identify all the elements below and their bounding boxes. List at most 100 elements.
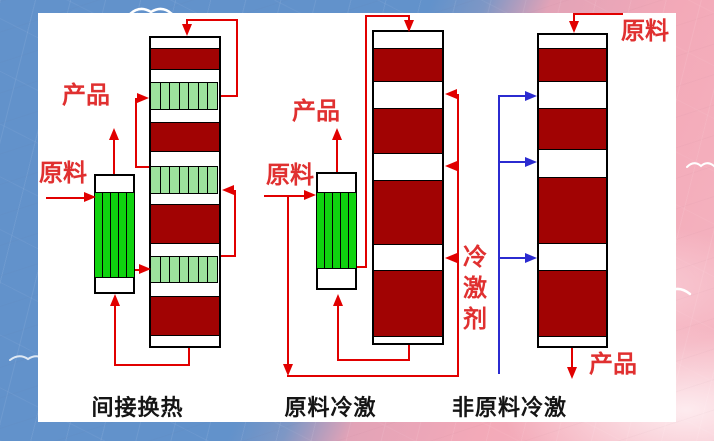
seagull-icon xyxy=(128,7,174,16)
exchanger-tube-cell xyxy=(199,257,209,282)
catalyst-bed xyxy=(151,296,219,336)
column-gap xyxy=(539,35,606,48)
feed-label: 原料 xyxy=(621,18,669,45)
quench-arrowhead-right xyxy=(525,91,537,101)
column-gap xyxy=(539,150,606,177)
exchanger-tube-cell xyxy=(189,83,199,109)
pipe-segment xyxy=(114,306,116,366)
product-label: 产品 xyxy=(62,82,110,109)
exchanger-tube-cell xyxy=(151,257,161,282)
flow-arrowhead-left xyxy=(222,185,234,195)
catalyst-bed xyxy=(374,48,442,82)
exchanger-tube-cell xyxy=(180,83,190,109)
exchanger-tube-cell xyxy=(325,193,333,268)
column-gap xyxy=(374,82,442,108)
catalyst-bed xyxy=(151,48,219,70)
flow-arrowhead-right xyxy=(304,190,316,200)
column-gap xyxy=(151,283,219,296)
flow-arrowhead-right xyxy=(139,264,151,274)
exchanger-tube-cell xyxy=(208,167,217,193)
exchanger-tube-cell xyxy=(161,257,171,282)
pipe-segment xyxy=(188,348,190,366)
flow-arrowhead-down xyxy=(567,367,577,379)
column-gap xyxy=(151,110,219,122)
column-gap xyxy=(151,244,219,256)
catalyst-bed xyxy=(539,270,606,337)
pipe-segment xyxy=(135,166,149,168)
pipe-segment xyxy=(287,196,289,366)
exchanger-tube-cell xyxy=(151,83,161,109)
quench-pipe-segment xyxy=(498,95,526,97)
exchanger-section xyxy=(150,256,218,283)
flow-arrowhead-down xyxy=(569,21,579,33)
exchanger-tube-cell xyxy=(208,83,217,109)
catalyst-bed xyxy=(374,270,442,337)
pipe-segment xyxy=(287,375,459,377)
column-gap xyxy=(374,245,442,270)
feed-label: 原料 xyxy=(266,162,314,189)
exchanger-tube-cell xyxy=(95,193,103,277)
pipe-segment xyxy=(135,269,141,271)
quench-pipe-segment xyxy=(498,257,526,259)
pipe-segment xyxy=(264,195,304,197)
exchanger-tube-cell xyxy=(161,167,171,193)
flow-arrowhead-down xyxy=(182,24,192,36)
pipe-segment xyxy=(365,15,367,268)
quench-pipe-segment xyxy=(498,161,526,163)
catalyst-bed xyxy=(151,122,219,152)
exchanger-tube-cell xyxy=(127,193,134,277)
reactor-column xyxy=(537,33,608,348)
column-gap xyxy=(151,152,219,166)
exchanger-tube-cell xyxy=(180,257,190,282)
exchanger-tube-bundle xyxy=(94,192,135,278)
exchanger-tube-cell xyxy=(170,83,180,109)
catalyst-bed xyxy=(539,108,606,150)
product-label: 产品 xyxy=(292,98,340,125)
column-gap xyxy=(374,154,442,180)
flow-arrowhead-up xyxy=(333,294,343,306)
quench-arrowhead-left xyxy=(445,161,457,171)
pipe-segment xyxy=(113,140,115,174)
flow-arrowhead-up xyxy=(109,128,119,140)
pipe-segment xyxy=(234,190,236,257)
exchanger-tube-cell xyxy=(161,83,171,109)
column-gap xyxy=(151,336,219,346)
diagram-caption: 非原料冷激 xyxy=(451,395,567,420)
diagram-caption: 原料冷激 xyxy=(284,395,377,420)
catalyst-bed xyxy=(374,180,442,245)
column-gap xyxy=(539,244,606,270)
flow-arrowhead-up xyxy=(110,294,120,306)
column-gap xyxy=(539,337,606,346)
reactor-column xyxy=(372,30,444,345)
pipe-segment xyxy=(221,255,236,257)
quench-pipe-segment xyxy=(498,95,500,374)
pipe-segment xyxy=(46,197,84,199)
exchanger-tube-cell xyxy=(317,193,325,268)
column-gap xyxy=(374,337,442,343)
column-gap xyxy=(151,70,219,82)
quench-arrowhead-left xyxy=(445,253,457,263)
product-label: 产品 xyxy=(589,351,637,378)
pipe-segment xyxy=(236,19,238,97)
quench-arrowhead-left xyxy=(445,89,457,99)
flow-arrowhead-right xyxy=(137,93,149,103)
catalyst-bed xyxy=(374,108,442,154)
flow-arrowhead-down xyxy=(283,364,293,376)
exchanger-tube-cell xyxy=(341,193,349,268)
quench-agent-label: 冷激剂 xyxy=(463,244,487,333)
exchanger-tube-bundle xyxy=(316,192,357,269)
quench-arrowhead-right xyxy=(525,157,537,167)
pipe-segment xyxy=(408,345,410,361)
exchanger-section xyxy=(150,166,218,194)
exchanger-tube-cell xyxy=(103,193,111,277)
pipe-segment xyxy=(408,15,410,22)
catalyst-bed xyxy=(539,177,606,244)
feed-exchanger-vessel xyxy=(316,172,357,290)
pipe-segment xyxy=(457,94,459,377)
catalyst-bed xyxy=(151,204,219,244)
exchanger-tube-cell xyxy=(208,257,217,282)
exchanger-tube-cell xyxy=(199,83,209,109)
exchanger-tube-cell xyxy=(189,167,199,193)
exchanger-tube-cell xyxy=(170,167,180,193)
pipe-segment xyxy=(114,364,190,366)
